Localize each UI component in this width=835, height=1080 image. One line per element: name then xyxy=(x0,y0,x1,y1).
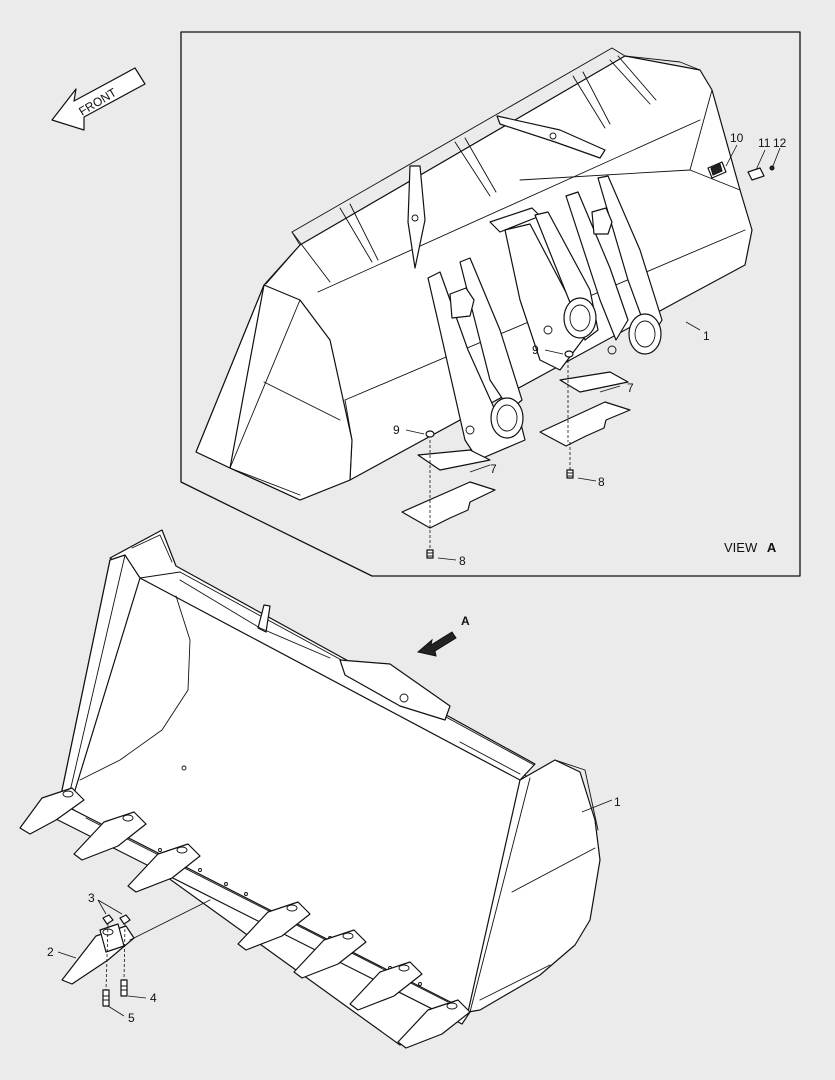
inset-frame xyxy=(180,31,801,577)
inset-caption-prefix: VIEW xyxy=(724,540,758,555)
inset-view-a: 1 9 9 7 7 8 8 10 11 12 VIEW A xyxy=(180,31,801,577)
bolt-8-right xyxy=(566,469,574,479)
main-bucket: 1 2 3 4 5 xyxy=(19,529,621,1049)
rivet-12 xyxy=(769,165,775,171)
bolt-8-left xyxy=(426,549,434,559)
callout-8-left: 8 xyxy=(459,554,466,568)
bucket-teeth xyxy=(19,787,471,1049)
callout-1-main: 1 xyxy=(614,795,621,809)
callout-9-right: 9 xyxy=(532,343,539,357)
inset-bucket xyxy=(195,47,753,501)
callout-3: 3 xyxy=(88,891,95,905)
wear-plate-right xyxy=(539,401,631,447)
callout-10: 10 xyxy=(730,131,744,145)
inset-caption-letter: A xyxy=(767,540,777,555)
callout-8-right: 8 xyxy=(598,475,605,489)
nut-3-a xyxy=(102,914,114,925)
bolt-5 xyxy=(102,989,110,1007)
view-marker-letter: A xyxy=(461,614,470,628)
callout-1-inset: 1 xyxy=(703,329,710,343)
nut-9-right xyxy=(564,350,574,358)
wear-plate-left xyxy=(401,481,496,529)
nut-3-b xyxy=(119,914,131,925)
callout-4: 4 xyxy=(150,991,157,1005)
bolt-4 xyxy=(120,979,128,997)
view-direction-arrow-icon: A xyxy=(416,614,470,657)
callout-7-right: 7 xyxy=(627,381,634,395)
inset-caption: VIEW A xyxy=(724,540,777,555)
front-arrow-icon: FRONT xyxy=(51,67,146,131)
callout-9-left: 9 xyxy=(393,423,400,437)
callout-5: 5 xyxy=(128,1011,135,1025)
callout-7-left: 7 xyxy=(490,462,497,476)
callout-2: 2 xyxy=(47,945,54,959)
tooth-assembly-exploded xyxy=(61,899,211,985)
callout-11: 11 xyxy=(758,136,771,150)
callout-12: 12 xyxy=(773,136,787,150)
decal-parts xyxy=(707,161,775,181)
nut-9-left xyxy=(425,430,435,438)
